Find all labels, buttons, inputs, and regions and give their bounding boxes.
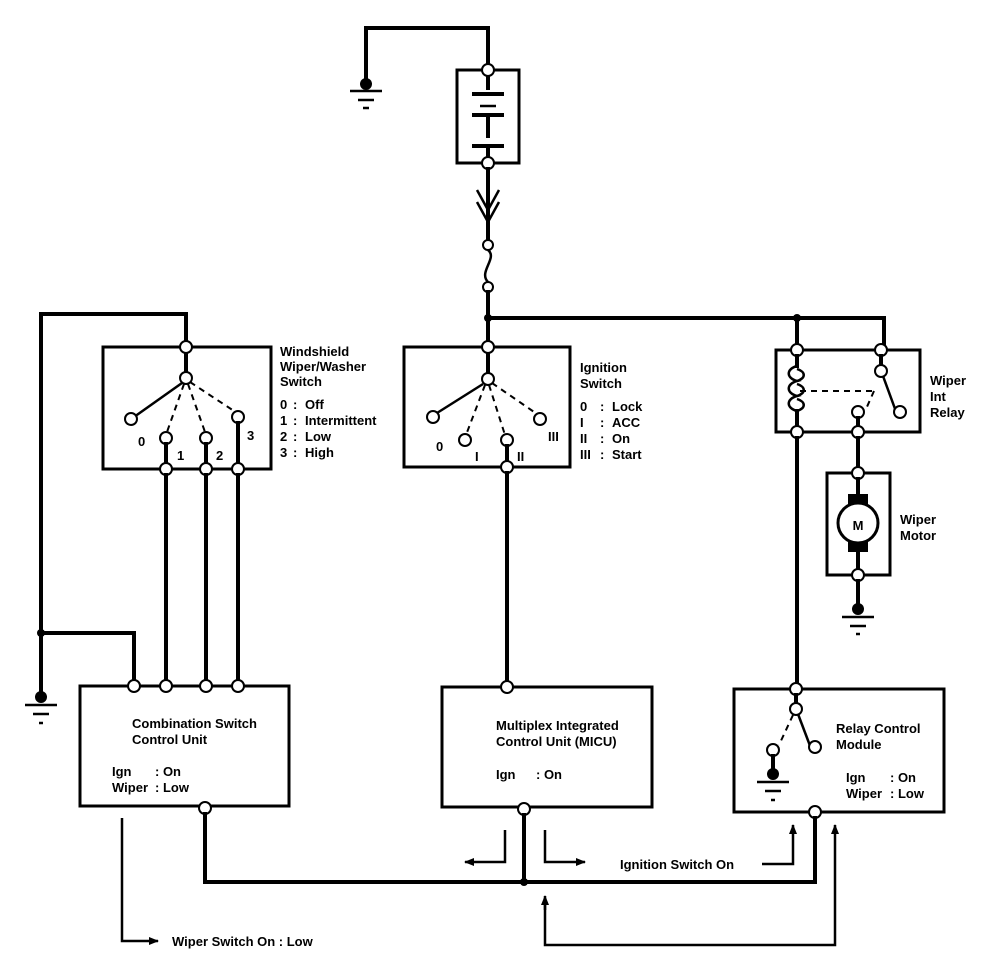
feedback-arrow bbox=[543, 824, 839, 947]
svg-text:Multiplex Integrated: Multiplex Integrated bbox=[496, 718, 619, 733]
svg-text::: : bbox=[293, 429, 297, 444]
svg-text:2: 2 bbox=[280, 429, 287, 444]
wiper-switch-harness bbox=[37, 473, 240, 682]
svg-text:Wiper: Wiper bbox=[930, 373, 966, 388]
svg-text:: On: : On bbox=[890, 770, 916, 785]
svg-text:0: 0 bbox=[580, 399, 587, 414]
svg-text:Ign: Ign bbox=[112, 764, 132, 779]
ignition-switch-on-label: Ignition Switch On bbox=[620, 857, 734, 872]
wiper-contact-1: 1 bbox=[177, 448, 184, 463]
svg-text:II: II bbox=[580, 431, 587, 446]
svg-text:Switch: Switch bbox=[580, 376, 622, 391]
svg-text::: : bbox=[293, 445, 297, 460]
svg-text:Off: Off bbox=[305, 397, 324, 412]
svg-text:I: I bbox=[475, 449, 479, 464]
micu-left-arrow bbox=[464, 830, 507, 866]
svg-text:Relay Control: Relay Control bbox=[836, 721, 921, 736]
svg-text::: : bbox=[293, 397, 297, 412]
svg-text:Ign: Ign bbox=[846, 770, 866, 785]
ignition-on-arrow bbox=[762, 824, 797, 866]
svg-text:ACC: ACC bbox=[612, 415, 641, 430]
svg-text:Int: Int bbox=[930, 389, 947, 404]
svg-text:High: High bbox=[305, 445, 334, 460]
svg-text::: : bbox=[293, 413, 297, 428]
svg-text:Wiper: Wiper bbox=[900, 512, 936, 527]
left-ground bbox=[25, 631, 57, 725]
svg-text:Lock: Lock bbox=[612, 399, 643, 414]
svg-text:II: II bbox=[517, 449, 524, 464]
svg-text:0: 0 bbox=[280, 397, 287, 412]
wiper-switch-title-3: Switch bbox=[280, 374, 322, 389]
svg-text::: : bbox=[600, 415, 604, 430]
motor-symbol: M bbox=[853, 518, 864, 533]
svg-text::: : bbox=[600, 399, 604, 414]
battery bbox=[455, 63, 521, 170]
battery-ground bbox=[350, 26, 490, 110]
wiper-switch-title-2: Wiper/Washer bbox=[280, 359, 366, 374]
svg-text:Module: Module bbox=[836, 737, 882, 752]
svg-text:Control Unit: Control Unit bbox=[132, 732, 208, 747]
svg-text:Motor: Motor bbox=[900, 528, 936, 543]
svg-text:Ign: Ign bbox=[496, 767, 516, 782]
wiper-motor: M Wiper Motor bbox=[825, 436, 936, 636]
svg-text:: Low: : Low bbox=[890, 786, 925, 801]
ignition-switch: 0 I II III Ignition Switch 0 : Lock I : … bbox=[402, 340, 643, 683]
svg-text:Intermittent: Intermittent bbox=[305, 413, 377, 428]
micu-unit: Multiplex Integrated Control Unit (MICU)… bbox=[440, 680, 654, 816]
wiper-washer-switch: 0 1 2 3 Windshield Wiper/Washer Switch 0… bbox=[39, 312, 377, 684]
svg-text:Ignition: Ignition bbox=[580, 360, 627, 375]
svg-text:Start: Start bbox=[612, 447, 642, 462]
multiplex-bus bbox=[203, 812, 817, 886]
svg-text:On: On bbox=[612, 431, 630, 446]
svg-text:Wiper: Wiper bbox=[846, 786, 882, 801]
svg-text::: : bbox=[600, 447, 604, 462]
svg-text:3: 3 bbox=[280, 445, 287, 460]
wiper-contact-2: 2 bbox=[216, 448, 223, 463]
wiper-switch-low-label: Wiper Switch On : Low bbox=[172, 934, 314, 949]
svg-text:0: 0 bbox=[436, 439, 443, 454]
svg-text:: Low: : Low bbox=[155, 780, 190, 795]
micu-right-arrow bbox=[543, 830, 586, 866]
svg-text:Low: Low bbox=[305, 429, 332, 444]
wiper-switch-legend: 0 : Off 1 : Intermittent 2 : Low 3 : Hig… bbox=[280, 397, 377, 460]
wiper-contact-0: 0 bbox=[138, 434, 145, 449]
svg-text:: On: : On bbox=[536, 767, 562, 782]
svg-text:III: III bbox=[548, 429, 559, 444]
svg-text:1: 1 bbox=[280, 413, 287, 428]
relay-control-module: Relay Control Module Ign : On Wiper : Lo… bbox=[732, 682, 946, 819]
svg-text:Combination Switch: Combination Switch bbox=[132, 716, 257, 731]
wiper-low-signal-arrow bbox=[120, 818, 159, 945]
svg-text:I: I bbox=[580, 415, 584, 430]
wiper-int-relay: Wiper Int Relay bbox=[774, 343, 966, 439]
svg-text:III: III bbox=[580, 447, 591, 462]
svg-text:Relay: Relay bbox=[930, 405, 965, 420]
wiper-switch-title-1: Windshield bbox=[280, 344, 349, 359]
svg-text::: : bbox=[600, 431, 604, 446]
signal-arrows bbox=[120, 818, 839, 947]
svg-text:Wiper: Wiper bbox=[112, 780, 148, 795]
combination-switch-control-unit: Combination Switch Control Unit Ign : On… bbox=[78, 679, 291, 815]
wiper-contact-3: 3 bbox=[247, 428, 254, 443]
ignition-switch-legend: 0 : Lock I : ACC II : On III : Start bbox=[580, 399, 643, 462]
svg-text:Control Unit (MICU): Control Unit (MICU) bbox=[496, 734, 617, 749]
power-bus bbox=[486, 314, 886, 345]
svg-text:: On: : On bbox=[155, 764, 181, 779]
